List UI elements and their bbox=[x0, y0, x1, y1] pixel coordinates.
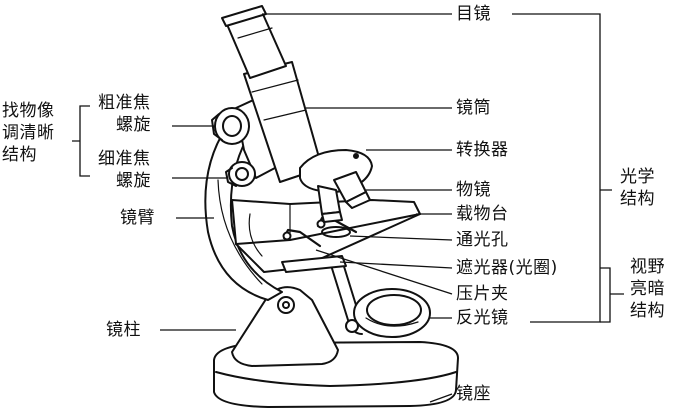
label-clips: 压片夹 bbox=[456, 284, 509, 304]
label-coarse-line2: 螺旋 bbox=[116, 115, 151, 135]
label-base: 镜座 bbox=[456, 384, 491, 404]
leader-stage-hole bbox=[349, 235, 453, 241]
group-focus-line1: 找物像 bbox=[2, 101, 55, 121]
label-fine-line1: 细准焦 bbox=[98, 149, 151, 169]
coarse-knob-shape bbox=[214, 107, 250, 145]
label-fine-focus: 细准焦 螺旋 bbox=[96, 148, 151, 192]
label-objective: 物镜 bbox=[456, 180, 491, 200]
group-optical-structure: 光学 结构 bbox=[620, 166, 655, 210]
label-arm: 镜臂 bbox=[120, 208, 155, 228]
pillar-shape bbox=[231, 286, 339, 367]
group-brightness-structure: 视野 亮暗 结构 bbox=[630, 256, 665, 322]
bracket-brightness bbox=[600, 267, 624, 323]
leader-base bbox=[429, 393, 453, 403]
bracket-focus bbox=[72, 105, 90, 177]
label-coarse-line1: 粗准焦 bbox=[98, 93, 151, 113]
label-stage-hole: 通光孔 bbox=[456, 230, 509, 250]
label-fine-line2: 螺旋 bbox=[116, 171, 151, 191]
fine-knob-shape bbox=[228, 161, 256, 187]
mirror-shape bbox=[353, 288, 431, 338]
group-optical-line2: 结构 bbox=[620, 189, 655, 209]
label-eyepiece: 目镜 bbox=[456, 4, 491, 24]
group-brightness-line1: 视野 bbox=[630, 257, 665, 277]
label-nosepiece: 转换器 bbox=[456, 140, 509, 160]
leader-clips bbox=[315, 249, 453, 295]
leader-diaphragm bbox=[339, 261, 453, 269]
label-coarse-focus: 粗准焦 螺旋 bbox=[96, 92, 151, 136]
group-focus-line2: 调清晰 bbox=[2, 123, 55, 143]
group-brightness-line3: 结构 bbox=[630, 301, 665, 321]
bracket-optical bbox=[512, 13, 612, 323]
group-brightness-line2: 亮暗 bbox=[630, 279, 665, 299]
label-tube: 镜筒 bbox=[456, 98, 491, 118]
group-optical-line1: 光学 bbox=[620, 167, 655, 187]
label-stage: 载物台 bbox=[456, 204, 509, 224]
label-mirror: 反光镜 bbox=[456, 308, 509, 328]
group-focus-line3: 结构 bbox=[2, 145, 37, 165]
arm-shape bbox=[204, 111, 283, 301]
label-pillar: 镜柱 bbox=[106, 320, 141, 340]
label-diaphragm: 遮光器(光圈) bbox=[456, 258, 558, 278]
group-focus-structure: 找物像 调清晰 结构 bbox=[2, 100, 55, 166]
